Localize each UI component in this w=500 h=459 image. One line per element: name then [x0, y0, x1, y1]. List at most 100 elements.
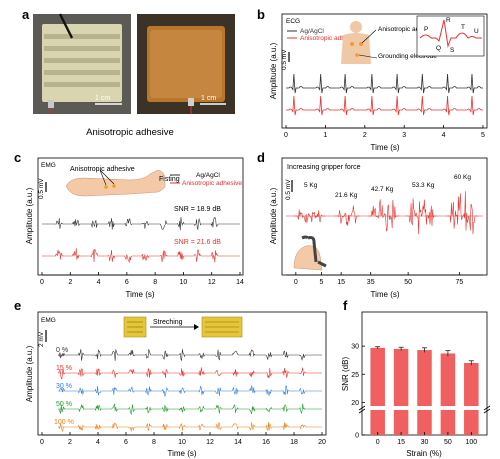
pqrst-t: T [461, 24, 465, 31]
panel-d: d Increasing gripper force 0.5 mV 5 Kg 2… [257, 150, 488, 299]
panel-e-xaxis-ticklabel: 6 [124, 439, 128, 446]
panel-d-ylabel: Amplitude (a.u.) [269, 187, 278, 244]
panel-b-letter: b [257, 7, 265, 22]
panel-c-xaxis-ticklabel: 10 [180, 279, 188, 286]
panel-c-xaxis-ticklabel: 4 [97, 279, 101, 286]
panel-e-xaxis-ticklabel: 18 [290, 439, 298, 446]
panel-c-xlabel: Time (s) [125, 290, 154, 299]
panel-b-traces [286, 73, 483, 116]
panel-c-letter: c [14, 150, 21, 165]
panel-d-scale: 0.5 mV [285, 179, 292, 200]
panel-e-action: Streching [153, 319, 183, 326]
panel-f-letter: f [343, 298, 348, 313]
force-label-4: 60 Kg [454, 174, 471, 181]
ecg-trace-adhesive [286, 95, 483, 116]
panel-e-xaxis-ticklabel: 16 [262, 439, 270, 446]
axis-break-mark [358, 405, 366, 411]
panel-e-scale: 2 mV [38, 331, 45, 347]
snr-bar [370, 347, 385, 435]
panel-b-xaxis-ticklabel: 1 [323, 132, 327, 139]
pqrst-u: U [474, 28, 479, 35]
panel-a-caption: Anisotropic adhesive [86, 127, 174, 138]
pqrst-p: P [424, 26, 428, 33]
strain-trace-2 [58, 385, 322, 397]
panel-f-yticklabel: 0 [355, 433, 359, 440]
grip-burst-group [406, 198, 437, 235]
panel-c: c EMG Anisotropic adhesive Fisting Ag/Ag… [14, 150, 244, 299]
stretch-illustration [123, 316, 243, 338]
panel-f-xlabel: Strain (%) [406, 449, 442, 458]
snr-bar [417, 350, 432, 435]
grip-burst-group [447, 191, 478, 235]
strain-trace-3 [57, 403, 322, 416]
panel-e-xaxis-ticklabel: 14 [234, 439, 242, 446]
strain-label-4: 100 % [54, 419, 74, 426]
force-label-1: 21.6 Kg [335, 192, 358, 199]
panel-b-xaxis-ticklabel: 2 [363, 132, 367, 139]
strain-trace-1 [58, 367, 322, 380]
panel-d-xaxis-ticklabel: 50 [404, 279, 412, 286]
panel-a: a 1 cm 1 cm Anisotropic adhesive [22, 7, 235, 138]
photo-left [33, 13, 131, 114]
panel-f-ylabel: SNR (dB) [341, 357, 350, 392]
panel-e-xaxis-ticklabel: 0 [40, 439, 44, 446]
axis-break-mark [483, 408, 491, 414]
panel-b-xaxis-ticklabel: 0 [284, 132, 288, 139]
panel-c-legend-0: Ag/AgCl [196, 172, 220, 179]
panel-b-legend-0: Ag/AgCl [300, 28, 324, 35]
panel-b-xaxis-ticklabel: 5 [481, 132, 485, 139]
panel-b-xaxis-ticklabel: 3 [402, 132, 406, 139]
panel-e-xaxis-ticklabel: 10 [178, 439, 186, 446]
panel-b-tag: ECG [286, 18, 300, 25]
strain-trace-4 [58, 421, 322, 433]
panel-e-letter: e [14, 298, 21, 313]
ecg-trace-agagcl [286, 73, 483, 94]
panel-d-xaxis-ticklabel: 0 [294, 279, 298, 286]
panel-d-letter: d [257, 150, 265, 165]
panel-b-ylabel: Amplitude (a.u.) [269, 42, 278, 99]
panel-e-xlabel: Time (s) [167, 449, 196, 458]
panel-f-xticklabel: 15 [397, 439, 405, 446]
panel-f-yticklabel: 25 [351, 372, 359, 379]
panel-e-xaxis-ticklabel: 8 [152, 439, 156, 446]
panel-c-xaxis-ticklabel: 8 [153, 279, 157, 286]
strain-label-2: 30 % [56, 383, 72, 390]
strain-trace-0 [58, 348, 322, 362]
photo-right [137, 14, 235, 114]
force-label-3: 53.3 Kg [412, 182, 435, 189]
scalebar-right-label: 1 cm [201, 95, 216, 102]
panel-e-traces [57, 348, 322, 433]
snr-bar [464, 363, 479, 435]
panel-f-xticklabel: 100 [465, 439, 477, 446]
panel-e-xaxis-ticklabel: 2 [68, 439, 72, 446]
emg-trace-adhesive [42, 248, 240, 264]
panel-b-xaxis-ticklabel: 4 [442, 132, 446, 139]
panel-b-scale: 0.5 mV [281, 49, 288, 70]
force-label-0: 5 Kg [304, 182, 318, 189]
panel-d-xaxis-ticklabel: 35 [367, 279, 375, 286]
scalebar-left-label: 1 cm [95, 95, 110, 102]
panel-c-traces [42, 217, 240, 264]
strain-label-3: 50 % [56, 401, 72, 408]
panel-d-xaxis-ticklabel: 15 [337, 279, 345, 286]
panel-e-tag: EMG [41, 317, 56, 324]
panel-c-xaxis-ticklabel: 2 [68, 279, 72, 286]
panel-c-xaxis-ticklabel: 12 [208, 279, 216, 286]
pqrst-s: S [450, 47, 455, 54]
strain-label-0: 0 % [56, 347, 68, 354]
panel-d-xaxis-ticklabel: 75 [455, 279, 463, 286]
snr-bar [440, 353, 456, 435]
force-label-2: 42.7 Kg [371, 186, 394, 193]
panel-d-traces [286, 191, 483, 235]
panel-f-xticklabel: 50 [444, 439, 452, 446]
panel-c-snr-black: SNR = 18.9 dB [174, 206, 221, 213]
panel-e-xaxis-ticklabel: 12 [206, 439, 214, 446]
annot-adhesive-c: Anisotropic adhesive [70, 166, 135, 173]
person-icon [341, 21, 371, 64]
